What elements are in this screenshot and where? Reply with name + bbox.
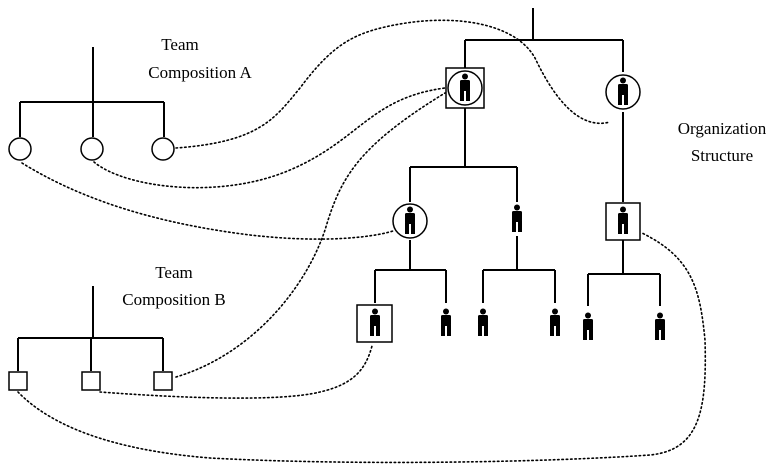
- team-b-member-3: [153, 371, 173, 391]
- team-b-label-line2: Composition B: [122, 290, 225, 309]
- link-b3-to-org-top: [175, 92, 446, 378]
- person-icon: [512, 204, 522, 232]
- link-b1-to-org-right: [17, 232, 707, 464]
- team-a-member-1: [8, 137, 32, 161]
- link-a2-to-org-top: [93, 87, 446, 189]
- team-b-tree: [8, 286, 173, 391]
- team-a-label-line2: Composition A: [148, 63, 252, 82]
- org-label-line2: Structure: [691, 146, 753, 165]
- link-a1-to-org-mid: [21, 162, 394, 240]
- team-b-member-2: [81, 371, 101, 391]
- link-a3-to-org-right: [175, 19, 611, 149]
- person-icon: [478, 308, 488, 336]
- team-b-member-1: [8, 371, 28, 391]
- person-icon: [655, 312, 665, 340]
- team-a-member-3: [151, 137, 175, 161]
- person-icon: [441, 308, 451, 336]
- link-b2-to-org-bottom: [99, 345, 373, 399]
- team-b-label-line1: Team: [155, 263, 193, 282]
- team-a-label-line1: Team: [161, 35, 199, 54]
- org-tree: [356, 8, 665, 343]
- mapping-links: [17, 19, 707, 464]
- team-a-tree: [8, 47, 175, 161]
- person-icon: [550, 308, 560, 336]
- person-icon: [583, 312, 593, 340]
- org-label-line1: Organization: [678, 119, 767, 138]
- team-a-member-2: [80, 137, 104, 161]
